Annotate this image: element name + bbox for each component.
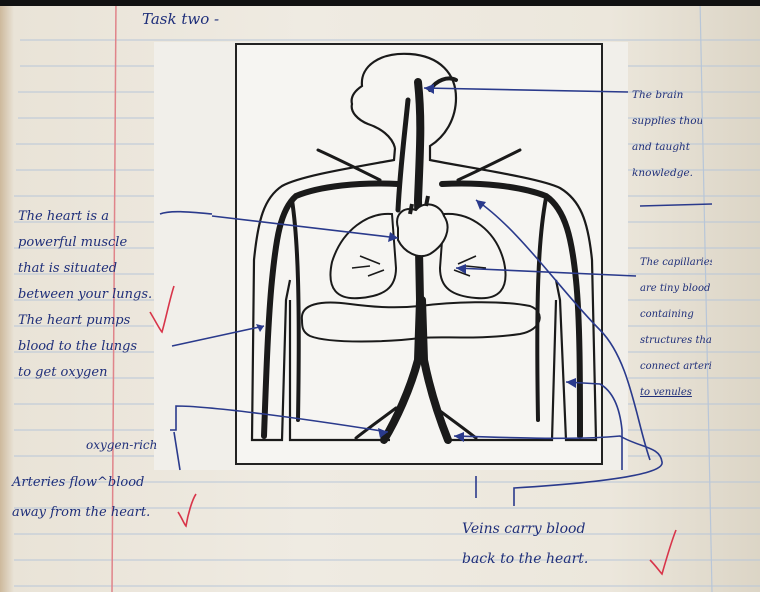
brain-line: knowledge. — [632, 160, 702, 186]
capillaries-line: connect arteries — [640, 354, 712, 380]
brain-line: and taught — [632, 134, 702, 160]
heart-line: The heart is a — [18, 204, 152, 230]
capillaries-line: structures that — [640, 328, 712, 354]
brain-annotation: The brain supplies thought and taught kn… — [632, 82, 702, 186]
arteries-insert-word: oxygen-rich — [86, 438, 157, 452]
heart-annotation: The heart is a powerful muscle that is s… — [18, 204, 152, 386]
veins-annotation: Veins carry blood back to the heart. — [462, 514, 588, 574]
capillaries-line: are tiny blood — [640, 276, 712, 302]
heart-line: The heart pumps — [18, 308, 152, 334]
heart-line: blood to the lungs — [18, 334, 152, 360]
arteries-line: away from the heart. — [12, 498, 150, 528]
arteries-line: Arteries flow^blood — [12, 468, 150, 498]
arteries-annotation: Arteries flow^blood away from the heart. — [12, 468, 150, 528]
heart-line: powerful muscle — [18, 230, 152, 256]
capillaries-line: containing — [640, 302, 712, 328]
heart-line: to get oxygen — [18, 360, 152, 386]
brain-line: The brain — [632, 82, 702, 108]
capillaries-line: The capillaries — [640, 250, 712, 276]
veins-line: back to the heart. — [462, 544, 588, 574]
heart-line: between your lungs. — [18, 282, 152, 308]
capillaries-annotation: The capillaries are tiny blood containin… — [640, 250, 712, 406]
capillaries-line: to venules — [640, 380, 712, 406]
veins-line: Veins carry blood — [462, 514, 588, 544]
task-heading: Task two - — [142, 10, 219, 28]
brain-line: supplies thought — [632, 108, 702, 134]
heart-line: that is situated — [18, 256, 152, 282]
